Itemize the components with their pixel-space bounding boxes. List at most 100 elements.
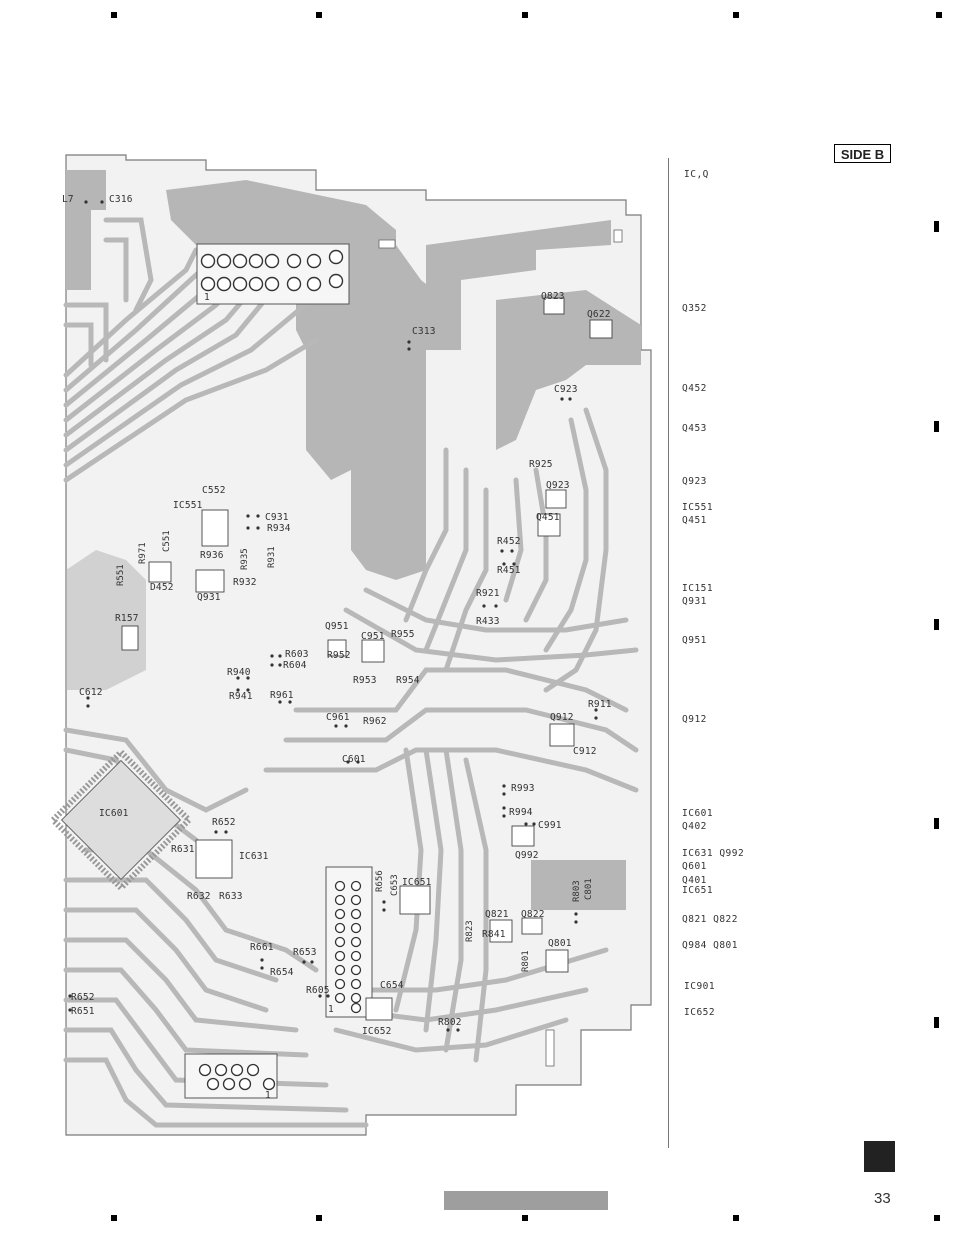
legend-item: Q912	[682, 714, 707, 725]
label-r932: R932	[233, 577, 257, 588]
registration-mark	[316, 12, 322, 18]
label-r911: R911	[588, 699, 612, 710]
label-q801: Q801	[548, 938, 572, 949]
label-l7: L7	[62, 194, 74, 205]
label-q951: Q951	[325, 621, 349, 632]
legend-item: Q452	[682, 383, 707, 394]
label-q931: Q931	[197, 592, 221, 603]
registration-mark	[733, 12, 739, 18]
registration-mark	[522, 1215, 528, 1221]
label-q823: Q823	[541, 291, 565, 302]
legend-item: Q821 Q822	[682, 914, 738, 925]
legend-item: IC652	[684, 1007, 716, 1018]
legend-item: IC551	[682, 502, 714, 513]
label-c653: C653	[390, 874, 400, 896]
legend-item: Q352	[682, 303, 707, 314]
section-marker-block	[864, 1141, 895, 1172]
legend-item: Q453	[682, 423, 707, 434]
page-number: 33	[874, 1190, 891, 1207]
label-r157: R157	[115, 613, 139, 624]
side-registration-mark	[934, 1017, 939, 1028]
side-registration-mark	[934, 221, 939, 232]
label-ic631: IC631	[239, 851, 269, 862]
footer-bar	[444, 1191, 608, 1210]
legend-item: IC651	[682, 885, 714, 896]
label-r654: R654	[270, 967, 294, 978]
label-r803: R803	[572, 880, 582, 902]
legend-item: IC151	[682, 583, 714, 594]
label-d452: D452	[150, 582, 174, 593]
side-registration-mark	[934, 818, 939, 829]
label-r661: R661	[250, 942, 274, 953]
label-q451: Q451	[536, 512, 560, 523]
label-r962: R962	[363, 716, 387, 727]
label-r936: R936	[200, 550, 224, 561]
label-r802: R802	[438, 1017, 462, 1028]
label-r841: R841	[482, 929, 506, 940]
registration-mark	[316, 1215, 322, 1221]
label-r993: R993	[511, 783, 535, 794]
connector-ic652	[325, 866, 373, 1018]
label-c316: C316	[109, 194, 133, 205]
label-r954: R954	[396, 675, 420, 686]
label-r652: R652	[212, 817, 236, 828]
label-r961: R961	[270, 690, 294, 701]
board-labels: L7 C316 C313 Q823 Q622 C923 R925 Q923 Q4…	[62, 194, 612, 1101]
side-registration-mark	[934, 421, 939, 432]
label-r931: R931	[267, 546, 277, 568]
label-r631: R631	[171, 844, 195, 855]
label-r921: R921	[476, 588, 500, 599]
label-c923: C923	[554, 384, 578, 395]
label-r433: R433	[476, 616, 500, 627]
legend-item: Q401	[682, 875, 707, 886]
label-r940: R940	[227, 667, 251, 678]
label-r452: R452	[497, 536, 521, 547]
label-r653: R653	[293, 947, 317, 958]
label-r632: R632	[187, 891, 211, 902]
legend-item: Q923	[682, 476, 707, 487]
label-c551: C551	[162, 530, 172, 552]
column-divider	[668, 158, 669, 1148]
label-c801: C801	[584, 878, 594, 900]
label-c961: C961	[326, 712, 350, 723]
label-r941: R941	[229, 691, 253, 702]
legend-item: Q402	[682, 821, 707, 832]
label-q622: Q622	[587, 309, 611, 320]
label-c654: C654	[380, 980, 404, 991]
label-r451: R451	[497, 565, 521, 576]
label-q923: Q923	[546, 480, 570, 491]
label-pin1-ic652: 1	[328, 1004, 334, 1015]
label-r955: R955	[391, 629, 415, 640]
label-r953: R953	[353, 675, 377, 686]
legend-item: Q951	[682, 635, 707, 646]
label-q821: Q821	[485, 909, 509, 920]
label-r925: R925	[529, 459, 553, 470]
label-c552: C552	[202, 485, 226, 496]
label-q992: Q992	[515, 850, 539, 861]
registration-mark	[111, 12, 117, 18]
label-r633: R633	[219, 891, 243, 902]
connector-bottom	[184, 1053, 278, 1099]
label-c612: C612	[79, 687, 103, 698]
connector-top	[196, 243, 350, 305]
board-labels-vertical: C551 R971 R935 R931 R551 R656 C653 R803 …	[116, 530, 594, 972]
legend-item: Q601	[682, 861, 707, 872]
label-pin1-top: 1	[204, 292, 210, 303]
label-r823: R823	[465, 920, 475, 942]
small-components	[121, 297, 613, 1021]
label-r934: R934	[267, 523, 291, 534]
component-leads	[68, 200, 598, 1032]
label-c931: C931	[265, 512, 289, 523]
registration-mark	[936, 12, 942, 18]
label-r603: R603	[285, 649, 309, 660]
legend-item: IC,Q	[684, 169, 709, 180]
label-c313: C313	[412, 326, 436, 337]
label-r801: R801	[521, 950, 531, 972]
label-q822: Q822	[521, 909, 545, 920]
label-r651: R651	[71, 1006, 95, 1017]
registration-mark	[934, 1215, 940, 1221]
pcb-layout-drawing: L7 C316 C313 Q823 Q622 C923 R925 Q923 Q4…	[48, 154, 652, 1136]
side-label: SIDE B	[834, 144, 891, 163]
label-pin1-bottom: 1	[265, 1090, 271, 1101]
legend-item: Q931	[682, 596, 707, 607]
